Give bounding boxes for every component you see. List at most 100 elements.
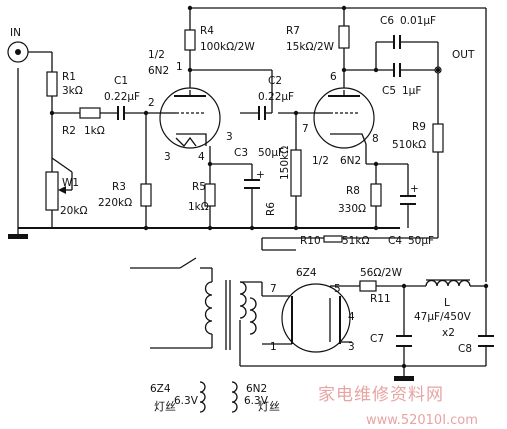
svg-text:8: 8	[372, 133, 379, 145]
svg-text:0.22μF: 0.22μF	[258, 91, 294, 103]
svg-text:6.3V: 6.3V	[174, 395, 199, 407]
svg-text:56Ω/2W: 56Ω/2W	[360, 267, 403, 279]
svg-text:3: 3	[348, 341, 355, 353]
svg-text:W1: W1	[62, 177, 79, 189]
filter-cap-value: 47μF/450V x2	[414, 311, 472, 339]
svg-text:3kΩ: 3kΩ	[62, 85, 83, 97]
capacitor-c3: + C3 50μF	[234, 147, 284, 189]
svg-text:3: 3	[164, 151, 171, 163]
svg-text:6N2: 6N2	[246, 383, 267, 395]
svg-text:3: 3	[226, 131, 233, 143]
resistor-r9: R9 510kΩ	[392, 121, 444, 153]
svg-text:5: 5	[334, 283, 341, 295]
svg-text:C5: C5	[382, 85, 396, 97]
svg-text:+: +	[410, 183, 419, 195]
svg-text:220kΩ: 220kΩ	[98, 197, 132, 209]
tube-v1: 1 2 3 4 3 1/2 6N2	[148, 49, 233, 163]
watermark: 家电维修资料网 www.52010I.com	[318, 385, 478, 428]
resistor-r8: R8 330Ω	[338, 183, 382, 215]
resistor-r1: R1 3kΩ	[46, 71, 83, 97]
resistor-r3: R3 220kΩ	[98, 181, 152, 209]
resistor-r2: R2 1kΩ	[62, 107, 105, 137]
capacitor-c2: C2 0.22μF	[258, 75, 294, 120]
svg-text:100kΩ/2W: 100kΩ/2W	[200, 41, 255, 53]
svg-text:2: 2	[148, 97, 155, 109]
svg-text:6Z4: 6Z4	[150, 383, 171, 395]
svg-text:R4: R4	[200, 25, 214, 37]
svg-text:6Z4: 6Z4	[296, 267, 317, 279]
transformer	[204, 280, 263, 350]
svg-text:330Ω: 330Ω	[338, 203, 366, 215]
svg-text:R11: R11	[370, 293, 391, 305]
svg-text:50μF: 50μF	[408, 235, 434, 247]
svg-text:1/2: 1/2	[148, 49, 165, 61]
svg-text:1: 1	[270, 341, 277, 353]
svg-text:x2: x2	[442, 327, 455, 339]
capacitor-c4: + C4 50μF	[388, 183, 434, 247]
capacitor-c1: C1 0.22μF	[104, 75, 140, 120]
svg-text:1kΩ: 1kΩ	[84, 125, 105, 137]
svg-text:C4: C4	[388, 235, 402, 247]
svg-text:R6: R6	[265, 202, 277, 216]
svg-text:R9: R9	[412, 121, 426, 133]
svg-text:C1: C1	[114, 75, 128, 87]
input-jack: IN	[7, 27, 29, 63]
svg-text:L: L	[444, 297, 450, 309]
tube-v2: 6 7 8 1/2 6N2	[302, 71, 379, 167]
svg-text:C6: C6	[380, 15, 394, 27]
svg-text:C8: C8	[458, 343, 472, 355]
svg-text:OUT: OUT	[452, 49, 475, 61]
inductor-l: L	[425, 279, 471, 309]
ground-symbols	[8, 234, 414, 381]
watermark-text: 家电维修资料网	[318, 385, 444, 405]
svg-text:R2: R2	[62, 125, 76, 137]
capacitor-c7: C7	[370, 333, 412, 347]
capacitor-c6: C6 0.01μF	[380, 15, 436, 49]
tube-rectifier: 6Z4 7 5 4 1 3	[270, 267, 355, 353]
svg-text:1: 1	[176, 61, 183, 73]
svg-text:4: 4	[198, 151, 205, 163]
svg-text:50μF: 50μF	[258, 147, 284, 159]
svg-text:7: 7	[302, 123, 309, 135]
svg-text:R10: R10	[300, 235, 321, 247]
potentiometer-w1: W1 20kΩ	[45, 157, 87, 217]
svg-text:C3: C3	[234, 147, 248, 159]
svg-text:R3: R3	[112, 181, 126, 193]
capacitor-c5: C5 1μF	[382, 63, 421, 97]
svg-text:15kΩ/2W: 15kΩ/2W	[286, 41, 335, 53]
svg-text:R8: R8	[346, 185, 360, 197]
svg-text:6N2: 6N2	[148, 65, 169, 77]
heater-windings: 6Z4 灯丝 6.3V 6N2 灯丝 6.3V	[150, 381, 280, 413]
resistor-r7: R7 15kΩ/2W	[286, 25, 350, 53]
svg-text:R1: R1	[62, 71, 76, 83]
svg-text:R7: R7	[286, 25, 300, 37]
junction-dots	[49, 5, 489, 369]
resistor-r5: R5 1kΩ	[188, 181, 216, 213]
svg-text:510kΩ: 510kΩ	[392, 139, 426, 151]
input-label: IN	[10, 27, 21, 39]
svg-text:0.01μF: 0.01μF	[400, 15, 436, 27]
svg-text:灯丝: 灯丝	[154, 400, 176, 413]
svg-text:1μF: 1μF	[402, 85, 421, 97]
svg-text:+: +	[256, 169, 265, 181]
svg-text:R5: R5	[192, 181, 206, 193]
svg-text:1/2: 1/2	[312, 155, 329, 167]
svg-text:51kΩ: 51kΩ	[342, 235, 369, 247]
svg-text:6N2: 6N2	[340, 155, 361, 167]
resistor-r11: 56Ω/2W R11	[359, 267, 403, 305]
watermark-url: www.52010I.com	[366, 413, 478, 428]
svg-text:4: 4	[348, 311, 355, 323]
svg-text:6: 6	[330, 71, 337, 83]
svg-text:150kΩ: 150kΩ	[279, 146, 291, 180]
resistor-r4: R4 100kΩ/2W	[184, 25, 255, 53]
svg-text:20kΩ: 20kΩ	[60, 205, 87, 217]
svg-text:6.3V: 6.3V	[244, 395, 269, 407]
resistor-r10: R10 51kΩ	[300, 235, 369, 247]
capacitor-c8: C8	[458, 335, 494, 355]
svg-text:灯丝: 灯丝	[258, 400, 280, 413]
svg-text:47μF/450V: 47μF/450V	[414, 311, 472, 323]
svg-text:0.22μF: 0.22μF	[104, 91, 140, 103]
output-terminal: OUT	[434, 49, 475, 74]
